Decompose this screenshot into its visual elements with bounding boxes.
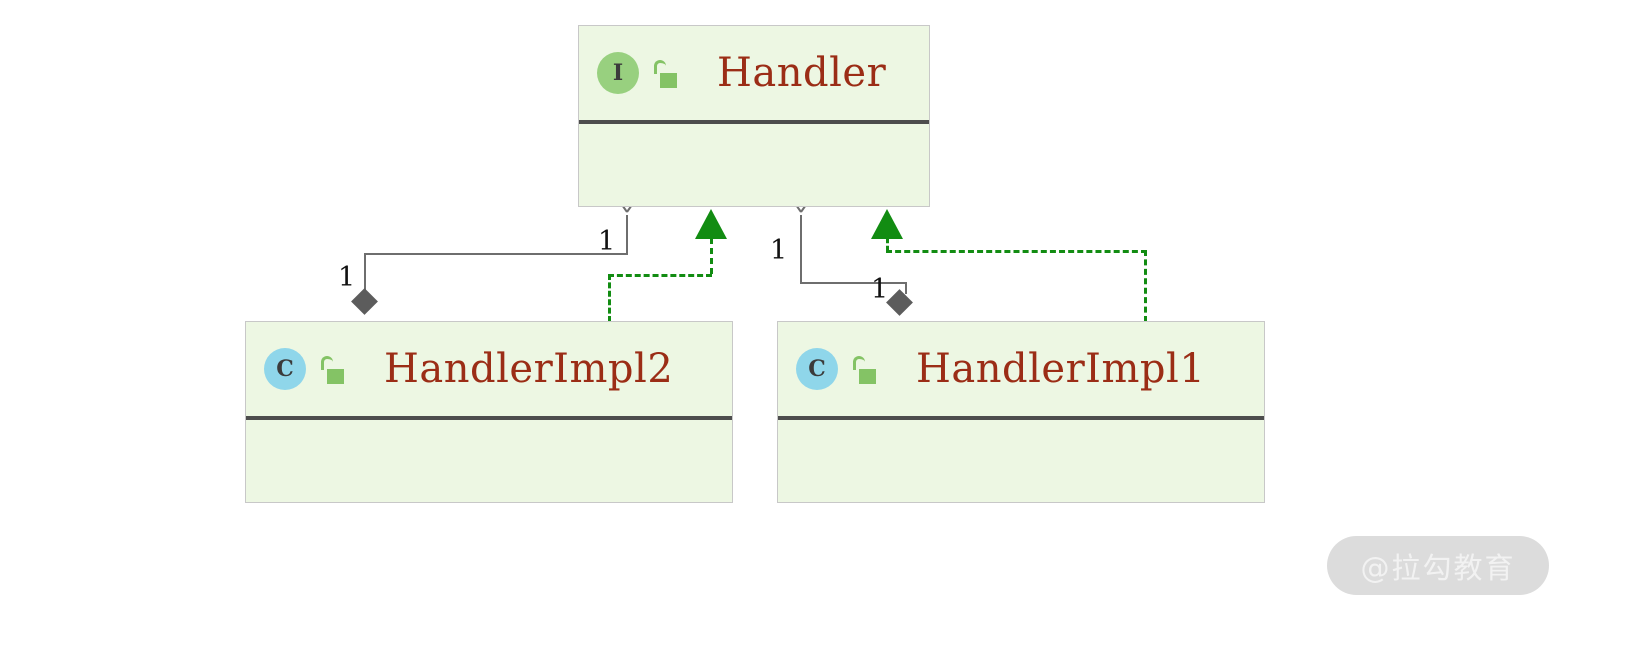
multiplicity-left-near-diamond: 1 <box>338 262 356 293</box>
padlock-shackle <box>853 356 865 370</box>
watermark: @拉勾教育 <box>1327 536 1549 595</box>
uml-node-handlerimpl2-name: HandlerImpl2 <box>384 346 674 392</box>
uml-node-handlerimpl1-name: HandlerImpl1 <box>916 346 1206 392</box>
uml-node-handler[interactable]: I Handler <box>578 25 930 207</box>
multiplicity-right-near-arrow: 1 <box>770 235 788 266</box>
class-badge-letter: C <box>276 356 294 382</box>
unlocked-padlock-icon <box>651 58 677 88</box>
edge-realize-impl2-vertical-top <box>710 238 713 274</box>
realization-triangle-impl1 <box>871 209 903 239</box>
uml-node-handler-name: Handler <box>717 50 887 96</box>
uml-node-handler-header: I Handler <box>579 26 929 124</box>
edge-assoc-impl1-vertical-up <box>800 215 802 283</box>
edge-assoc-impl1-horizontal <box>800 282 907 284</box>
unlocked-padlock-icon <box>850 354 876 384</box>
class-badge-icon: C <box>796 348 838 390</box>
edge-assoc-impl1-vertical-down <box>905 282 907 294</box>
composition-diamond-impl2 <box>351 288 378 315</box>
composition-diamond-impl1 <box>886 289 913 316</box>
interface-badge-letter: I <box>612 60 624 86</box>
padlock-shackle <box>321 356 333 370</box>
edge-assoc-impl2-vertical-up <box>626 215 628 255</box>
multiplicity-left-near-arrow: 1 <box>598 226 616 257</box>
edge-realize-impl2-horizontal <box>608 274 712 277</box>
uml-node-handlerimpl2-header: C HandlerImpl2 <box>246 322 732 420</box>
unlocked-padlock-icon <box>318 354 344 384</box>
padlock-shackle <box>654 60 666 74</box>
edge-realize-impl1-vertical-bottom <box>1144 250 1147 322</box>
uml-node-handlerimpl2[interactable]: C HandlerImpl2 <box>245 321 733 503</box>
realization-triangle-impl2 <box>695 209 727 239</box>
uml-node-handler-members <box>579 124 929 204</box>
edge-assoc-impl2-horizontal <box>364 253 628 255</box>
interface-badge-icon: I <box>597 52 639 94</box>
class-badge-letter: C <box>808 356 826 382</box>
edge-assoc-impl2-vertical-down <box>364 253 366 293</box>
uml-node-handlerimpl1-header: C HandlerImpl1 <box>778 322 1264 420</box>
edge-realize-impl1-horizontal <box>886 250 1147 253</box>
padlock-body <box>327 369 344 384</box>
uml-node-handlerimpl2-members <box>246 420 732 500</box>
padlock-body <box>859 369 876 384</box>
multiplicity-right-near-diamond: 1 <box>871 274 889 305</box>
edge-realize-impl2-vertical-bottom <box>608 274 611 322</box>
uml-node-handlerimpl1-members <box>778 420 1264 500</box>
uml-node-handlerimpl1[interactable]: C HandlerImpl1 <box>777 321 1265 503</box>
class-badge-icon: C <box>264 348 306 390</box>
edge-realize-impl1-vertical-top <box>886 238 889 251</box>
padlock-body <box>660 73 677 88</box>
